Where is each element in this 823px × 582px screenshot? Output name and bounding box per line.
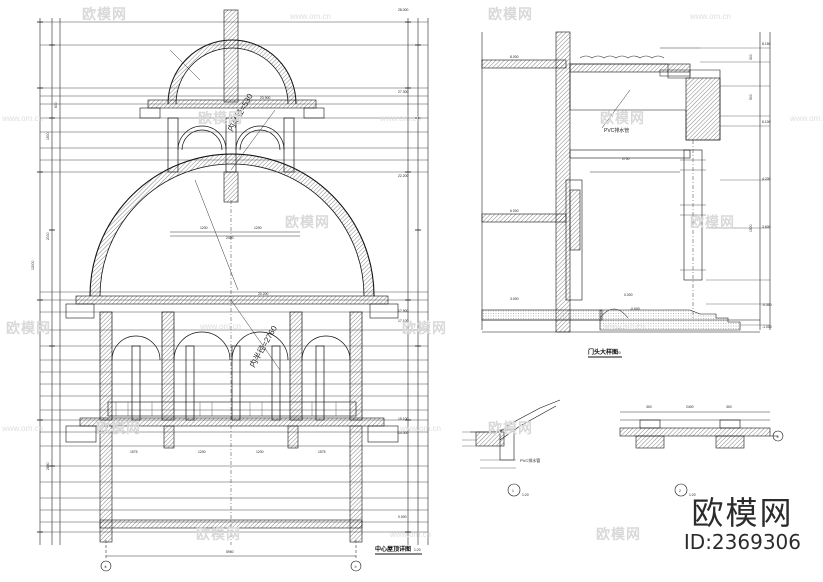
pvc-pipe-detail-note: PVC排水管 <box>520 457 540 463</box>
elevation-label: -0.600 <box>630 307 640 311</box>
watermark-brand: 欧模网 <box>6 320 51 336</box>
dimension-label: 13000 <box>31 260 35 270</box>
detail-1-scale: 1:20 <box>522 493 529 497</box>
elevation-label: 15.100 <box>398 417 408 421</box>
model-id: ID:2369306 <box>683 530 801 554</box>
detail-2-drawing <box>619 411 784 497</box>
watermark-url: www.om.cn <box>390 530 431 539</box>
elevation-label: -0.300 <box>762 303 772 307</box>
watermark-brand: 欧模网 <box>488 420 533 436</box>
watermark-brand: 欧模网 <box>690 214 735 230</box>
dimension-label: 600 <box>54 102 58 108</box>
detail-2-marker: 2 <box>679 489 681 493</box>
elevation-label: 20.200 <box>258 292 268 296</box>
elevation-label: 27.300 <box>398 90 408 94</box>
watermark-brand: 欧模网 <box>196 526 241 542</box>
dimension-label: 300 <box>749 54 753 60</box>
main-section-scale: 1:20 <box>414 548 421 552</box>
entrance-section-scale: 1:20 <box>614 351 621 355</box>
watermark-url: www.om.cn <box>2 424 43 433</box>
elevation-label: 28.000 <box>398 8 408 12</box>
elevation-label: 17.100 <box>398 319 408 323</box>
watermark-brand: 欧模网 <box>96 420 141 436</box>
dimension-label: 2700 <box>622 157 630 161</box>
watermark-url: www.om.cn <box>200 322 241 331</box>
dimension-label: 1200 <box>256 450 264 454</box>
dimension-label: 1500 <box>749 224 753 232</box>
dimension-label: 1575 <box>130 450 138 454</box>
dimension-label: 5950 <box>226 550 234 554</box>
elevation-label: 4.200 <box>762 177 771 181</box>
axis-marker-detail: ⑨ <box>776 435 779 439</box>
watermark-brand: 欧模网 <box>600 110 645 126</box>
dimension-label: 1200 <box>200 226 208 230</box>
elevation-label: 14.300 <box>398 431 408 435</box>
watermark-url: www.om.cn <box>2 114 43 123</box>
elevation-label: 6.000 <box>510 209 519 213</box>
watermark-url: www.om.cn <box>604 322 645 331</box>
elevation-label: 3.000 <box>510 297 519 301</box>
dimension-label: 2000 <box>46 232 50 240</box>
entrance-section <box>481 31 771 333</box>
dimension-label: 1500 <box>46 132 50 140</box>
elevation-label: 0.000 <box>398 515 407 519</box>
axis-marker-right: ⑦ <box>354 565 357 569</box>
dimension-label: 300 <box>646 405 652 409</box>
detail-1-drawing <box>462 399 561 497</box>
elevation-label: 8.000 <box>510 55 519 59</box>
elevation-label: 6.100 <box>762 120 771 124</box>
elevation-label: 3.600 <box>762 225 771 229</box>
dimension-label: 1575 <box>318 450 326 454</box>
watermark-brand: 欧模网 <box>488 6 533 22</box>
elevation-label: -1.000 <box>762 325 772 329</box>
brand-name: 欧模网 <box>691 494 794 532</box>
watermark-url: www.om.cn <box>690 12 731 21</box>
detail-2-scale: 1:20 <box>689 493 696 497</box>
watermark-brand: 欧模网 <box>402 320 447 336</box>
axis-marker-left: ⑥ <box>104 565 107 569</box>
watermark-brand: 欧模网 <box>198 110 243 126</box>
elevation-label: 0.000 <box>624 293 633 297</box>
watermark-url: www.om.cn <box>400 424 441 433</box>
dimension-label: 1200 <box>254 226 262 230</box>
dimension-label: 500 <box>749 94 753 100</box>
watermark-url: www.om.cn <box>290 12 331 21</box>
watermark-brand: 欧模网 <box>596 526 641 542</box>
elevation-label: 8.150 <box>762 42 771 46</box>
dimension-label: 300 <box>726 405 732 409</box>
elevation-label: 22.200 <box>398 174 408 178</box>
pvc-pipe-note: PVC排水管 <box>604 127 629 134</box>
main-dimension-labels: 5950 1200 2400 1200 1575 1200 1200 1575 … <box>31 102 326 554</box>
detail-1-marker: 1 <box>512 489 514 493</box>
entrance-dimension-labels: 2700 1500 500 300 <box>622 54 753 232</box>
main-roof-section <box>37 9 429 572</box>
watermark-url: www.om.cn <box>790 114 823 123</box>
dimension-label: 2400 <box>226 236 234 240</box>
detail-2-dimension-labels: 300 2400 300 <box>646 405 732 409</box>
elevation-label: 23.900 <box>260 96 270 100</box>
watermark-brand: 欧模网 <box>82 6 127 22</box>
dimension-label: 1200 <box>198 450 206 454</box>
dimension-label: 2400 <box>686 405 694 409</box>
entrance-elevation-labels: 8.000 8.150 6.100 6.000 4.200 3.600 3.00… <box>510 42 772 329</box>
watermark-brand: 欧模网 <box>285 214 330 230</box>
dimension-label: 2880 <box>46 462 50 470</box>
watermark-url: www.om.cn <box>380 114 421 123</box>
main-elevation-labels: 28.000 27.300 23.900 22.200 20.200 17.90… <box>258 8 408 519</box>
brand-logo: 欧模网 ID:2369306 <box>684 496 801 554</box>
entrance-section-title: 门头大样图 <box>588 348 618 356</box>
main-section-title: 中心屋顶详图 <box>375 545 411 553</box>
elevation-label: 17.900 <box>398 309 408 313</box>
